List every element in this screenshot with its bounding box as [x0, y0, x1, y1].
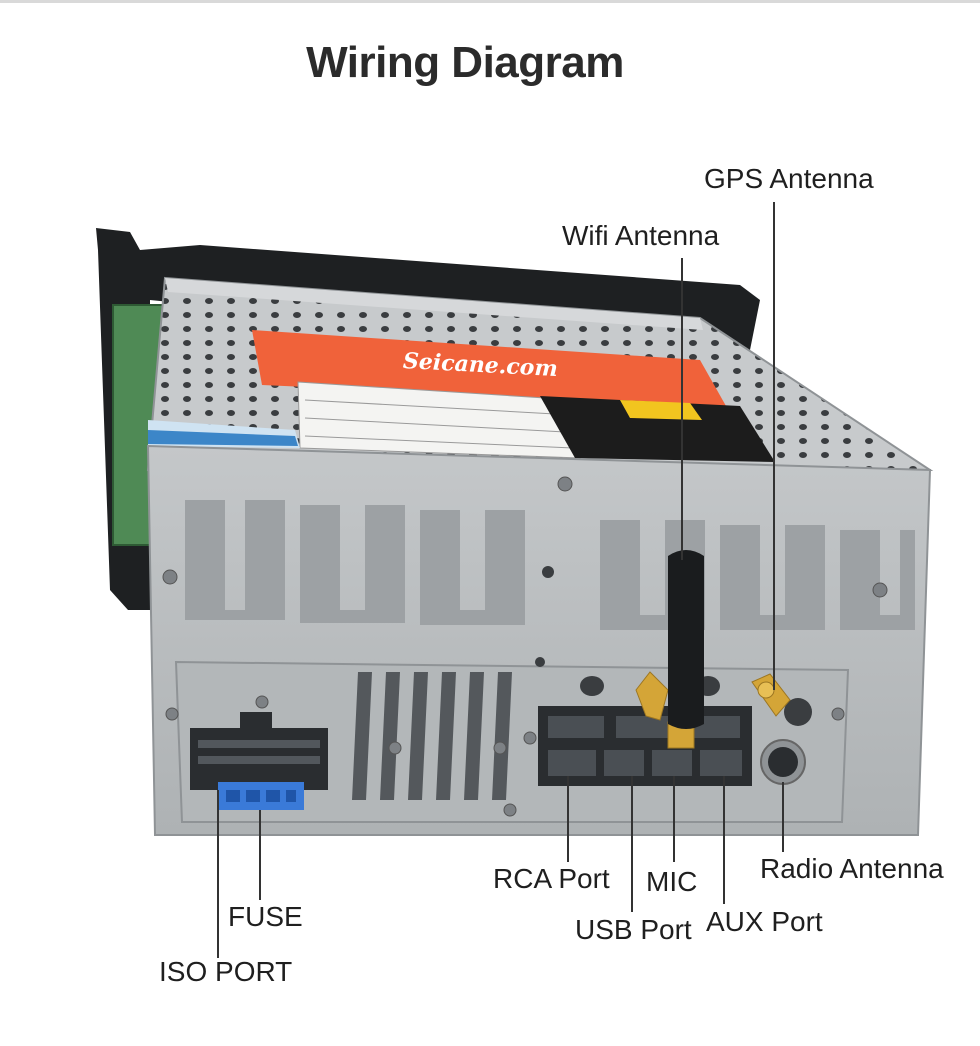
- usb-port-label: USB Port: [575, 914, 692, 945]
- gps-antenna-label: GPS Antenna: [704, 163, 874, 194]
- iso-port-label: ISO PORT: [159, 956, 293, 987]
- top-rule: [0, 0, 980, 3]
- mic-label: MIC: [646, 866, 698, 897]
- wifi-antenna: [635, 550, 704, 749]
- iso-connector: [190, 712, 328, 810]
- port-block: [538, 706, 752, 786]
- page-title: Wiring Diagram: [306, 38, 624, 87]
- aux-port-label: AUX Port: [706, 906, 823, 937]
- radio-antenna-label: Radio Antenna: [760, 853, 944, 884]
- wifi-antenna-label: Wifi Antenna: [562, 220, 720, 251]
- radio-antenna-socket: [760, 739, 806, 785]
- leader-lines: [217, 202, 784, 958]
- fuse-label: FUSE: [228, 901, 303, 932]
- gps-connector: [751, 673, 791, 717]
- rca-port-label: RCA Port: [493, 863, 610, 894]
